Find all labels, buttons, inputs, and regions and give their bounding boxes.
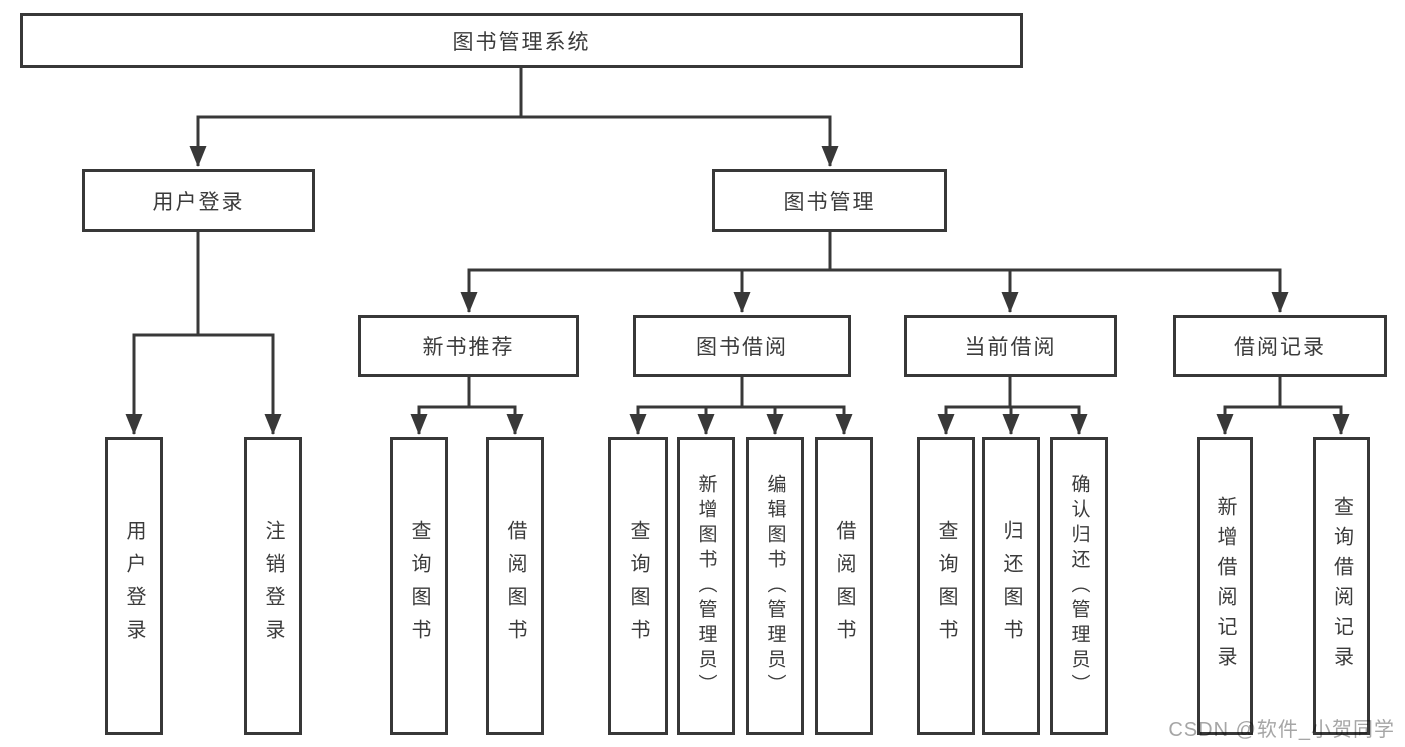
leaf-label: 查询图书 bbox=[408, 520, 430, 652]
leaf-br-add-record: 新增借阅记录 bbox=[1197, 437, 1253, 735]
leaf-label: 新增借阅记录 bbox=[1214, 496, 1236, 676]
leaf-bb-edit-book-admin: 编辑图书（管理员） bbox=[746, 437, 804, 735]
leaf-br-query-record: 查询借阅记录 bbox=[1313, 437, 1370, 735]
node-borrow-record: 借阅记录 bbox=[1173, 315, 1387, 377]
leaf-label: 确认归还（管理员） bbox=[1068, 473, 1090, 699]
leaf-user-login: 用户登录 bbox=[105, 437, 163, 735]
leaf-label: 借阅图书 bbox=[833, 520, 855, 652]
node-new-book-recommend: 新书推荐 bbox=[358, 315, 579, 377]
node-book-management: 图书管理 bbox=[712, 169, 947, 232]
leaf-cb-return-book: 归还图书 bbox=[982, 437, 1040, 735]
leaf-label: 用户登录 bbox=[123, 520, 145, 652]
leaf-logout: 注销登录 bbox=[244, 437, 302, 735]
node-user-login: 用户登录 bbox=[82, 169, 315, 232]
leaf-label: 查询图书 bbox=[935, 520, 957, 652]
node-book-borrow: 图书借阅 bbox=[633, 315, 851, 377]
leaf-bb-query-book: 查询图书 bbox=[608, 437, 668, 735]
node-current-borrow: 当前借阅 bbox=[904, 315, 1117, 377]
leaf-label: 借阅图书 bbox=[504, 520, 526, 652]
leaf-label: 注销登录 bbox=[262, 520, 284, 652]
leaf-bb-add-book-admin: 新增图书（管理员） bbox=[677, 437, 735, 735]
csdn-watermark: CSDN @软件_小贺同学 bbox=[1168, 719, 1395, 741]
leaf-label: 查询借阅记录 bbox=[1330, 496, 1353, 676]
leaf-cb-query-book: 查询图书 bbox=[917, 437, 975, 735]
node-root-system: 图书管理系统 bbox=[20, 13, 1023, 68]
leaf-bb-borrow-book: 借阅图书 bbox=[815, 437, 873, 735]
leaf-nbr-borrow-book: 借阅图书 bbox=[486, 437, 544, 735]
leaf-label: 归还图书 bbox=[1000, 520, 1022, 652]
leaf-label: 新增图书（管理员） bbox=[695, 473, 717, 699]
leaf-label: 编辑图书（管理员） bbox=[764, 473, 786, 699]
leaf-label: 查询图书 bbox=[627, 520, 649, 652]
leaf-nbr-query-book: 查询图书 bbox=[390, 437, 448, 735]
leaf-cb-confirm-return-admin: 确认归还（管理员） bbox=[1050, 437, 1108, 735]
